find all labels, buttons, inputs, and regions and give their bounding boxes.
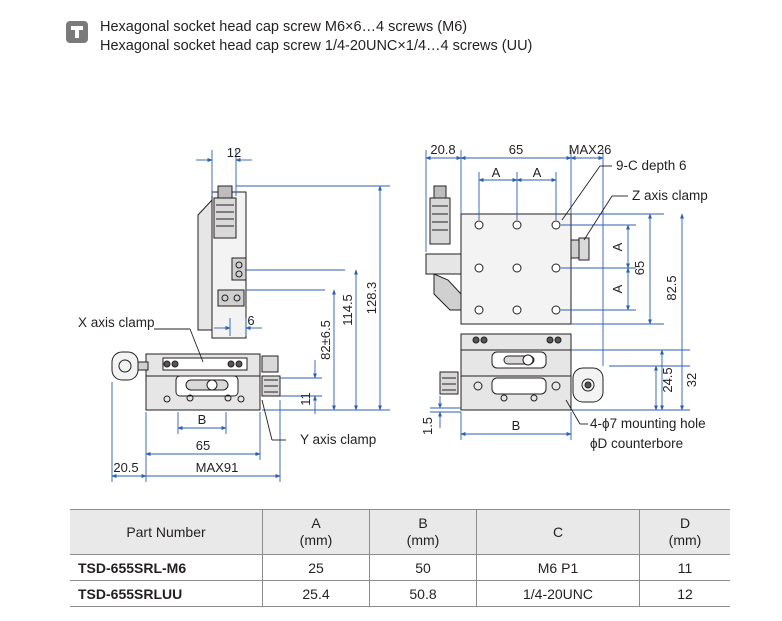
dim-114-5: 114.5	[340, 294, 355, 326]
front-view	[425, 185, 604, 411]
screw-note-line-2: Hexagonal socket head cap screw 1/4-20UN…	[100, 38, 533, 54]
spec-header-row: Part Number A(mm) B(mm) C D(mm)	[70, 509, 730, 555]
technical-drawing: 12 6 128.3 114.5 82±6.5 11 B 65 20.5 MAX…	[78, 142, 708, 482]
screw-icon	[66, 21, 88, 43]
dim-20-5: 20.5	[113, 460, 138, 475]
cell-d: 11	[639, 554, 730, 581]
cell-b: 50	[369, 554, 477, 581]
label-z-axis-clamp: Z axis clamp	[632, 188, 708, 203]
side-view	[111, 185, 281, 411]
dim-b-front: B	[512, 418, 521, 433]
cell-c: M6 P1	[476, 554, 640, 581]
dim-max26: MAX26	[569, 142, 612, 157]
dim-11: 11	[298, 392, 313, 406]
label-x-axis-clamp: X axis clamp	[78, 315, 155, 330]
dim-128-3: 128.3	[364, 282, 379, 315]
dim-a-side-2: A	[610, 284, 625, 293]
cell-b: 50.8	[369, 580, 477, 607]
cell-a: 25	[262, 554, 370, 581]
header-d: D(mm)	[639, 509, 730, 555]
cell-c: 1/4-20UNC	[476, 580, 640, 607]
cell-d: 12	[639, 580, 730, 607]
screw-note: Hexagonal socket head cap screw M6×6…4 s…	[66, 18, 532, 56]
cell-part-number: TSD-655SRL-M6	[70, 554, 263, 581]
dim-b: B	[198, 412, 207, 427]
dim-65-side: 65	[632, 261, 647, 275]
label-y-axis-clamp: Y axis clamp	[300, 432, 376, 447]
dim-12: 12	[227, 145, 241, 160]
dim-32: 32	[684, 373, 699, 387]
cell-a: 25.4	[262, 580, 370, 607]
dim-a-top-1: A	[492, 165, 501, 180]
dim-a-side-1: A	[610, 242, 625, 251]
header-part-number: Part Number	[70, 509, 263, 555]
side-view-labels: 12 6 128.3 114.5 82±6.5 11 B 65 20.5 MAX…	[78, 145, 379, 475]
screw-note-line-1: Hexagonal socket head cap screw M6×6…4 s…	[100, 19, 468, 35]
label-9c-depth: 9-C depth 6	[616, 158, 687, 173]
header-c: C	[476, 509, 640, 555]
dim-a-top-2: A	[533, 165, 542, 180]
dim-max91: MAX91	[196, 460, 239, 475]
dim-6: 6	[247, 313, 254, 328]
dim-65-top: 65	[509, 142, 523, 157]
table-row: TSD-655SRLUU 25.4 50.8 1/4-20UNC 12	[70, 580, 730, 607]
header-b: B(mm)	[369, 509, 477, 555]
front-view-labels: 20.8 65 MAX26 A A A A 65 82.5 24.5 32 1.…	[420, 142, 708, 451]
table-row: TSD-655SRL-M6 25 50 M6 P1 11	[70, 554, 730, 581]
front-view-dimensions	[425, 150, 690, 440]
header-a: A(mm)	[262, 509, 370, 555]
dim-65: 65	[196, 438, 210, 453]
dim-24-5: 24.5	[660, 367, 675, 392]
cell-part-number: TSD-655SRLUU	[70, 580, 263, 607]
dim-1-5: 1.5	[420, 417, 435, 435]
label-counterbore: ϕD counterbore	[590, 436, 683, 451]
side-view-dimensions	[111, 150, 390, 482]
label-mounting-hole: 4-ϕ7 mounting hole	[590, 416, 706, 431]
dim-82-5: 82.5	[664, 275, 679, 300]
dim-82: 82±6.5	[318, 320, 333, 360]
dim-20-8: 20.8	[430, 142, 455, 157]
spec-table: Part Number A(mm) B(mm) C D(mm) TSD-655S…	[70, 509, 730, 607]
